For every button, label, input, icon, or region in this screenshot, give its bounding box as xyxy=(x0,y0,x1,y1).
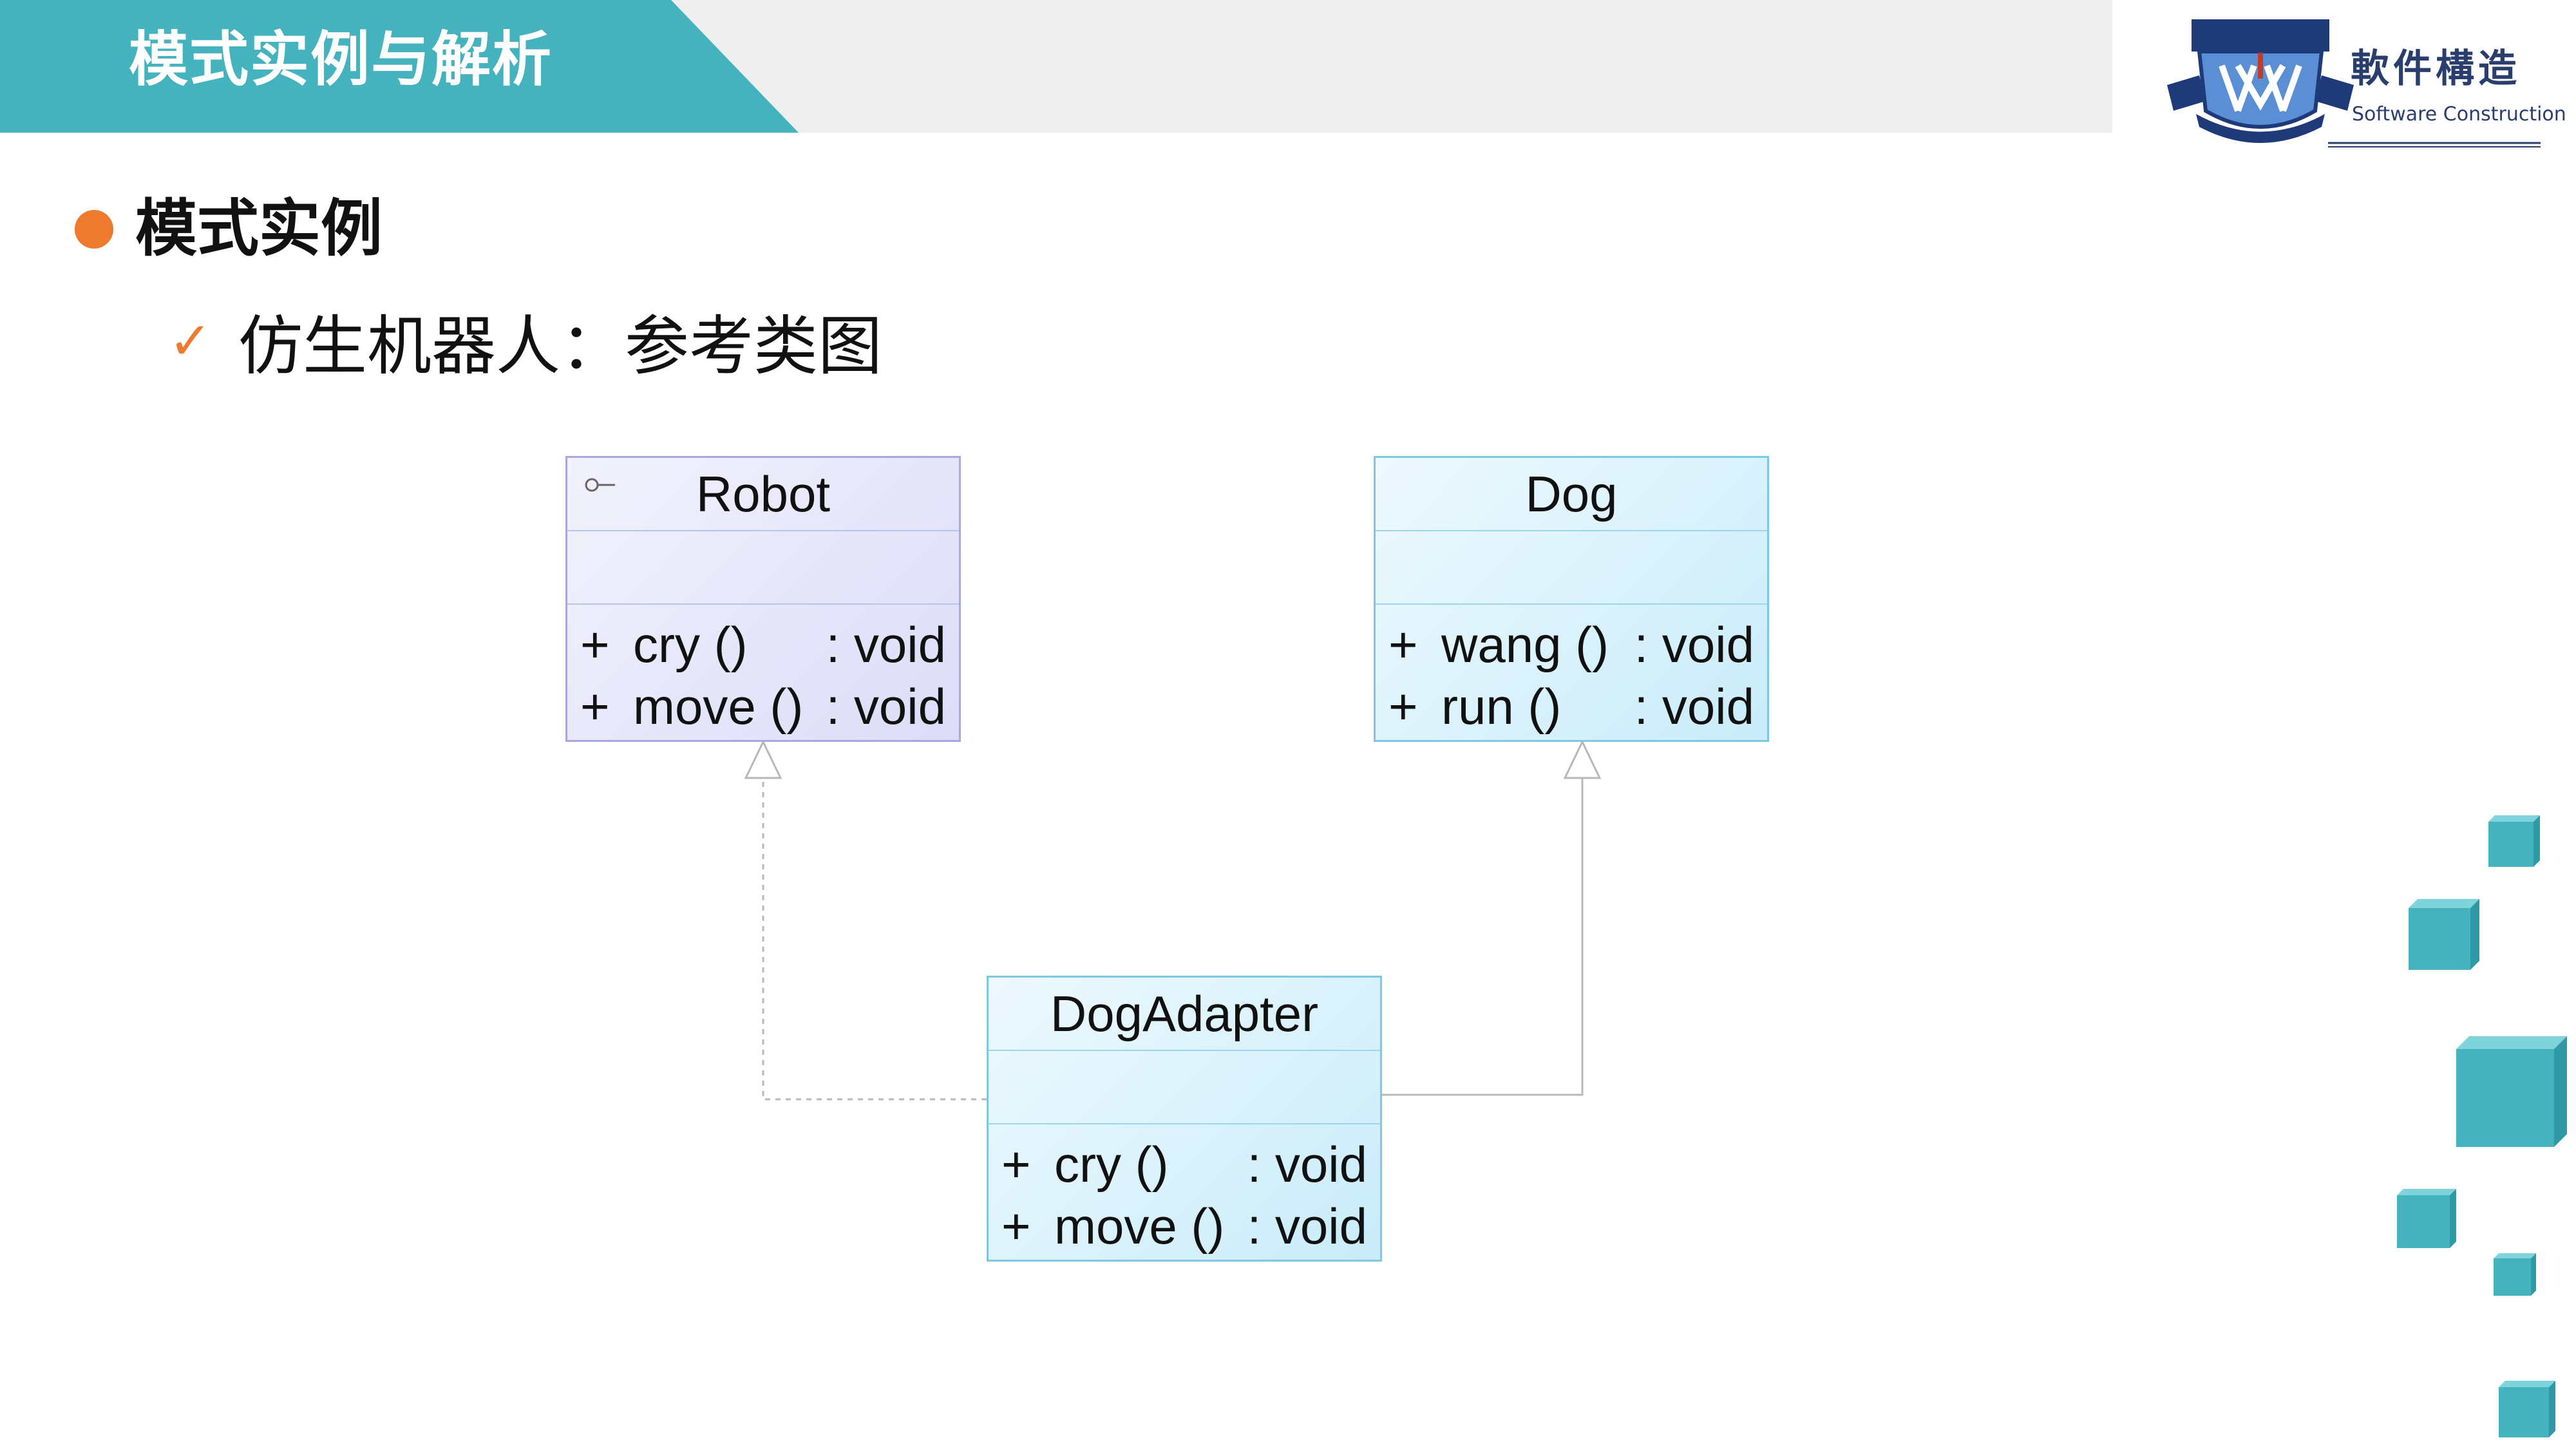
visibility: + xyxy=(580,678,610,735)
generalization-arrowhead xyxy=(1563,739,1602,779)
operation-row: + move () : void xyxy=(567,676,959,737)
operation-row: + wang () : void xyxy=(1376,614,1767,676)
realization-line xyxy=(762,778,987,1101)
operation-signature: move () xyxy=(1054,1198,1225,1255)
visibility: + xyxy=(1388,678,1418,735)
return-type: : void xyxy=(826,678,946,735)
realization-arrowhead xyxy=(744,739,782,779)
class-name-header: DogAdapter xyxy=(989,978,1380,1051)
operation-signature: wang () xyxy=(1441,616,1609,673)
visibility: + xyxy=(1388,616,1418,673)
class-name-header: Dog xyxy=(1376,458,1767,531)
operation-signature: move () xyxy=(633,678,804,735)
logo-name-en: Software Construction xyxy=(2352,103,2566,126)
decorative-cube-icon xyxy=(2499,1381,2555,1437)
visibility: + xyxy=(580,616,610,673)
generalization-line xyxy=(1382,778,1584,1096)
return-type: : void xyxy=(1247,1198,1367,1255)
decorative-cube-icon xyxy=(2488,815,2540,867)
logo-name-cn: 軟件構造 xyxy=(2351,46,2521,91)
class-name: DogAdapter xyxy=(1050,985,1319,1042)
section-heading: 模式实例 xyxy=(135,193,383,265)
operation-signature: cry () xyxy=(633,616,748,673)
visibility: + xyxy=(1001,1198,1031,1255)
operations-compartment: + cry () : void + move () : void xyxy=(567,605,959,737)
visibility: + xyxy=(1001,1136,1031,1193)
attributes-compartment xyxy=(989,1051,1380,1124)
header-title-tab xyxy=(0,0,799,133)
bullet-dot-icon xyxy=(75,210,113,249)
decorative-cube-icon xyxy=(2409,899,2479,970)
class-name-header: Robot xyxy=(567,458,959,531)
decorative-cube-icon xyxy=(2456,1036,2567,1147)
class-name: Dog xyxy=(1525,465,1618,522)
operation-row: + cry () : void xyxy=(989,1133,1380,1195)
operation-signature: cry () xyxy=(1054,1136,1169,1193)
operations-compartment: + cry () : void + move () : void xyxy=(989,1124,1380,1257)
decorative-cube-icon xyxy=(2494,1253,2536,1296)
class-name: Robot xyxy=(696,465,831,522)
uml-class-dog: Dog + wang () : void + run () : void xyxy=(1374,456,1769,742)
uml-class-robot: Robot + cry () : void + move () : void xyxy=(565,456,961,742)
return-type: : void xyxy=(1247,1136,1367,1193)
interface-icon xyxy=(585,478,615,492)
attributes-compartment xyxy=(567,531,959,605)
decorative-cube-icon xyxy=(2397,1189,2456,1248)
return-type: : void xyxy=(1634,616,1754,673)
sub-bullet-text: 仿生机器人：参考类图 xyxy=(238,308,882,384)
uml-class-dog-adapter: DogAdapter + cry () : void + move () : v… xyxy=(987,976,1382,1262)
attributes-compartment xyxy=(1376,531,1767,605)
university-logo-icon xyxy=(2167,19,2541,147)
check-mark-icon: ✓ xyxy=(169,311,213,371)
operations-compartment: + wang () : void + run () : void xyxy=(1376,605,1767,737)
operation-row: + move () : void xyxy=(989,1195,1380,1257)
return-type: : void xyxy=(1634,678,1754,735)
operation-row: + cry () : void xyxy=(567,614,959,676)
operation-row: + run () : void xyxy=(1376,676,1767,737)
return-type: : void xyxy=(826,616,946,673)
operation-signature: run () xyxy=(1441,678,1562,735)
page-title: 模式实例与解析 xyxy=(129,25,553,94)
